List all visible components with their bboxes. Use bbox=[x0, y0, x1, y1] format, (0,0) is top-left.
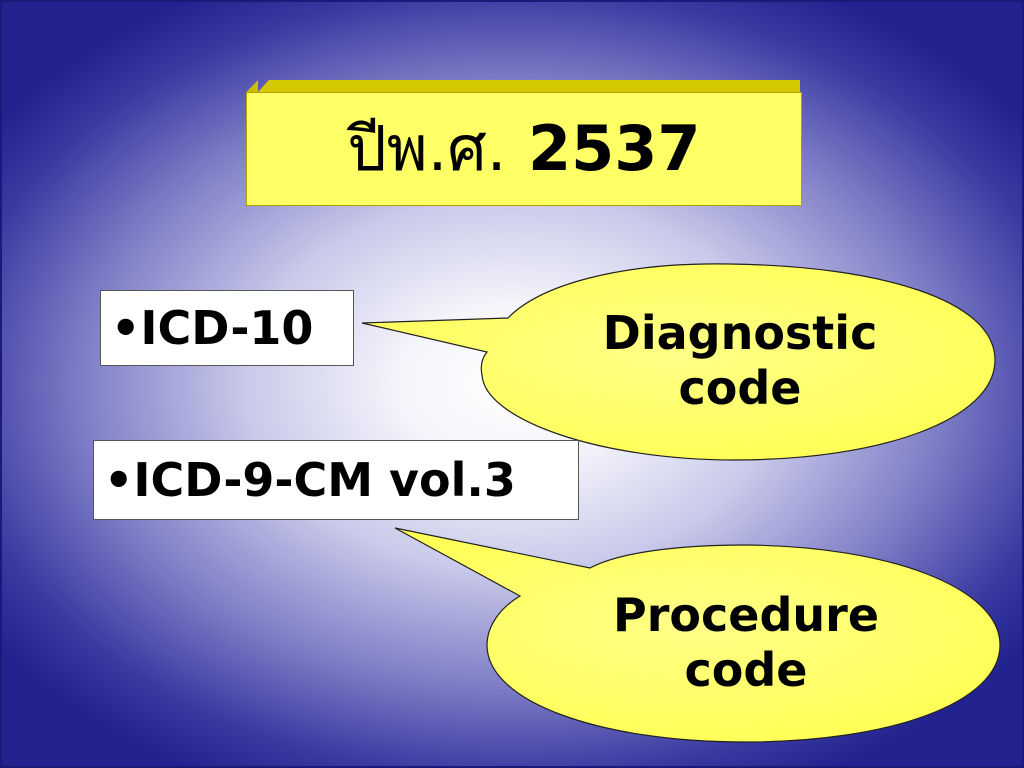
callout-procedure-text: Procedure code bbox=[566, 588, 926, 698]
callout-procedure-line1: Procedure bbox=[612, 588, 880, 642]
callout-diagnostic-balloon bbox=[361, 263, 996, 461]
callout-procedure-line2: code bbox=[684, 643, 808, 698]
callout-diagnostic-line1: Diagnostic bbox=[602, 306, 878, 360]
callout-procedure-balloon bbox=[394, 527, 1001, 743]
icd10-item: •ICD-10 bbox=[100, 290, 354, 366]
page-title: ปีพ.ศ. 2537 bbox=[347, 100, 700, 198]
title-box-top-bevel bbox=[258, 80, 800, 92]
callout-diagnostic-line2: code bbox=[678, 361, 802, 416]
icd9cm-item: •ICD-9-CM vol.3 bbox=[93, 440, 579, 520]
title-box: ปีพ.ศ. 2537 bbox=[246, 92, 802, 206]
title-thai-text: ปีพ.ศ. bbox=[347, 112, 507, 185]
icd10-label: •ICD-10 bbox=[111, 301, 314, 355]
icd9cm-label: •ICD-9-CM vol.3 bbox=[104, 453, 516, 507]
callout-diagnostic-text: Diagnostic code bbox=[560, 306, 920, 416]
title-year-text: 2537 bbox=[528, 112, 701, 185]
